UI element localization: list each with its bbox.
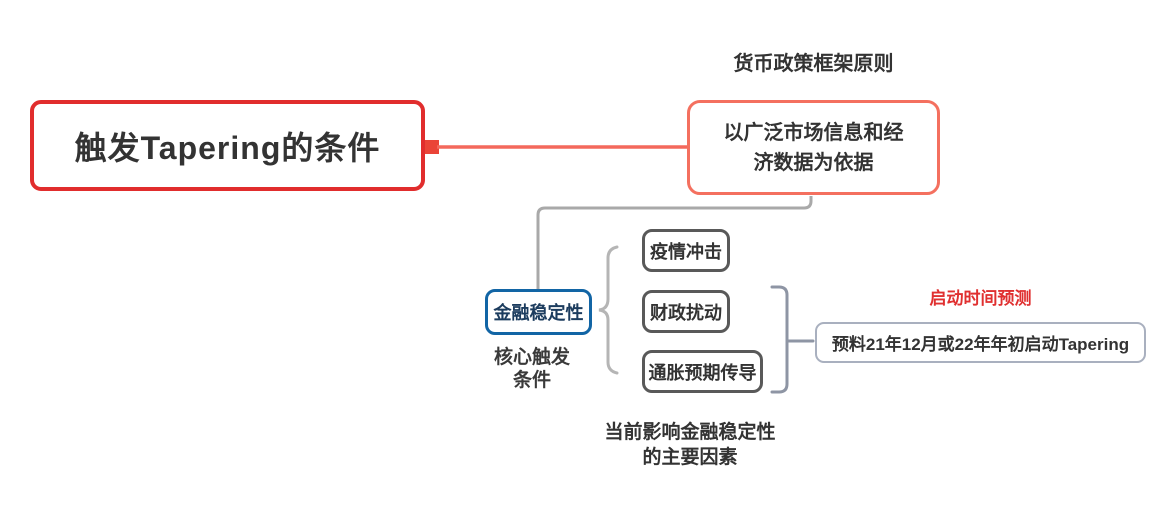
node-policy-basis[interactable]: 以广泛市场信息和经 济数据为依据 xyxy=(687,100,940,195)
node-financial-stability[interactable]: 金融稳定性 xyxy=(485,289,592,335)
node-root[interactable]: 触发Tapering的条件 xyxy=(30,100,425,191)
node-policy-line1: 以广泛市场信息和经 xyxy=(723,121,904,144)
label-factors-caption-line2: 的主要因素 xyxy=(642,447,738,468)
node-prediction-label: 预料21年12月或22年年初启动Tapering xyxy=(831,335,1130,354)
label-factors-caption: 当前影响金融稳定性 的主要因素 xyxy=(585,420,795,470)
node-factor-fiscal[interactable]: 财政扰动 xyxy=(642,290,730,333)
node-factor-pandemic-label: 疫情冲击 xyxy=(650,241,722,262)
brace-left-icon xyxy=(598,245,619,375)
node-stability-label: 金融稳定性 xyxy=(493,303,584,323)
branch-nub xyxy=(424,140,439,154)
label-policy-title: 货币政策框架原则 xyxy=(733,53,894,75)
node-prediction[interactable]: 预料21年12月或22年年初启动Tapering xyxy=(815,322,1146,363)
node-root-label: 触发Tapering的条件 xyxy=(74,129,381,166)
label-core-trigger-line2: 条件 xyxy=(512,370,551,391)
bracket-right-icon xyxy=(770,285,815,394)
node-factor-inflation-label: 通胀预期传导 xyxy=(648,362,757,383)
label-factors-caption-line1: 当前影响金融稳定性 xyxy=(604,422,776,443)
label-prediction-title: 启动时间预测 xyxy=(929,289,1032,308)
node-factor-pandemic[interactable]: 疫情冲击 xyxy=(642,229,730,272)
node-factor-inflation[interactable]: 通胀预期传导 xyxy=(642,350,763,393)
label-core-trigger: 核心触发 条件 xyxy=(472,346,592,392)
node-factor-fiscal-label: 财政扰动 xyxy=(650,302,722,323)
label-core-trigger-line1: 核心触发 xyxy=(493,347,570,368)
node-policy-line2: 济数据为依据 xyxy=(753,151,874,174)
